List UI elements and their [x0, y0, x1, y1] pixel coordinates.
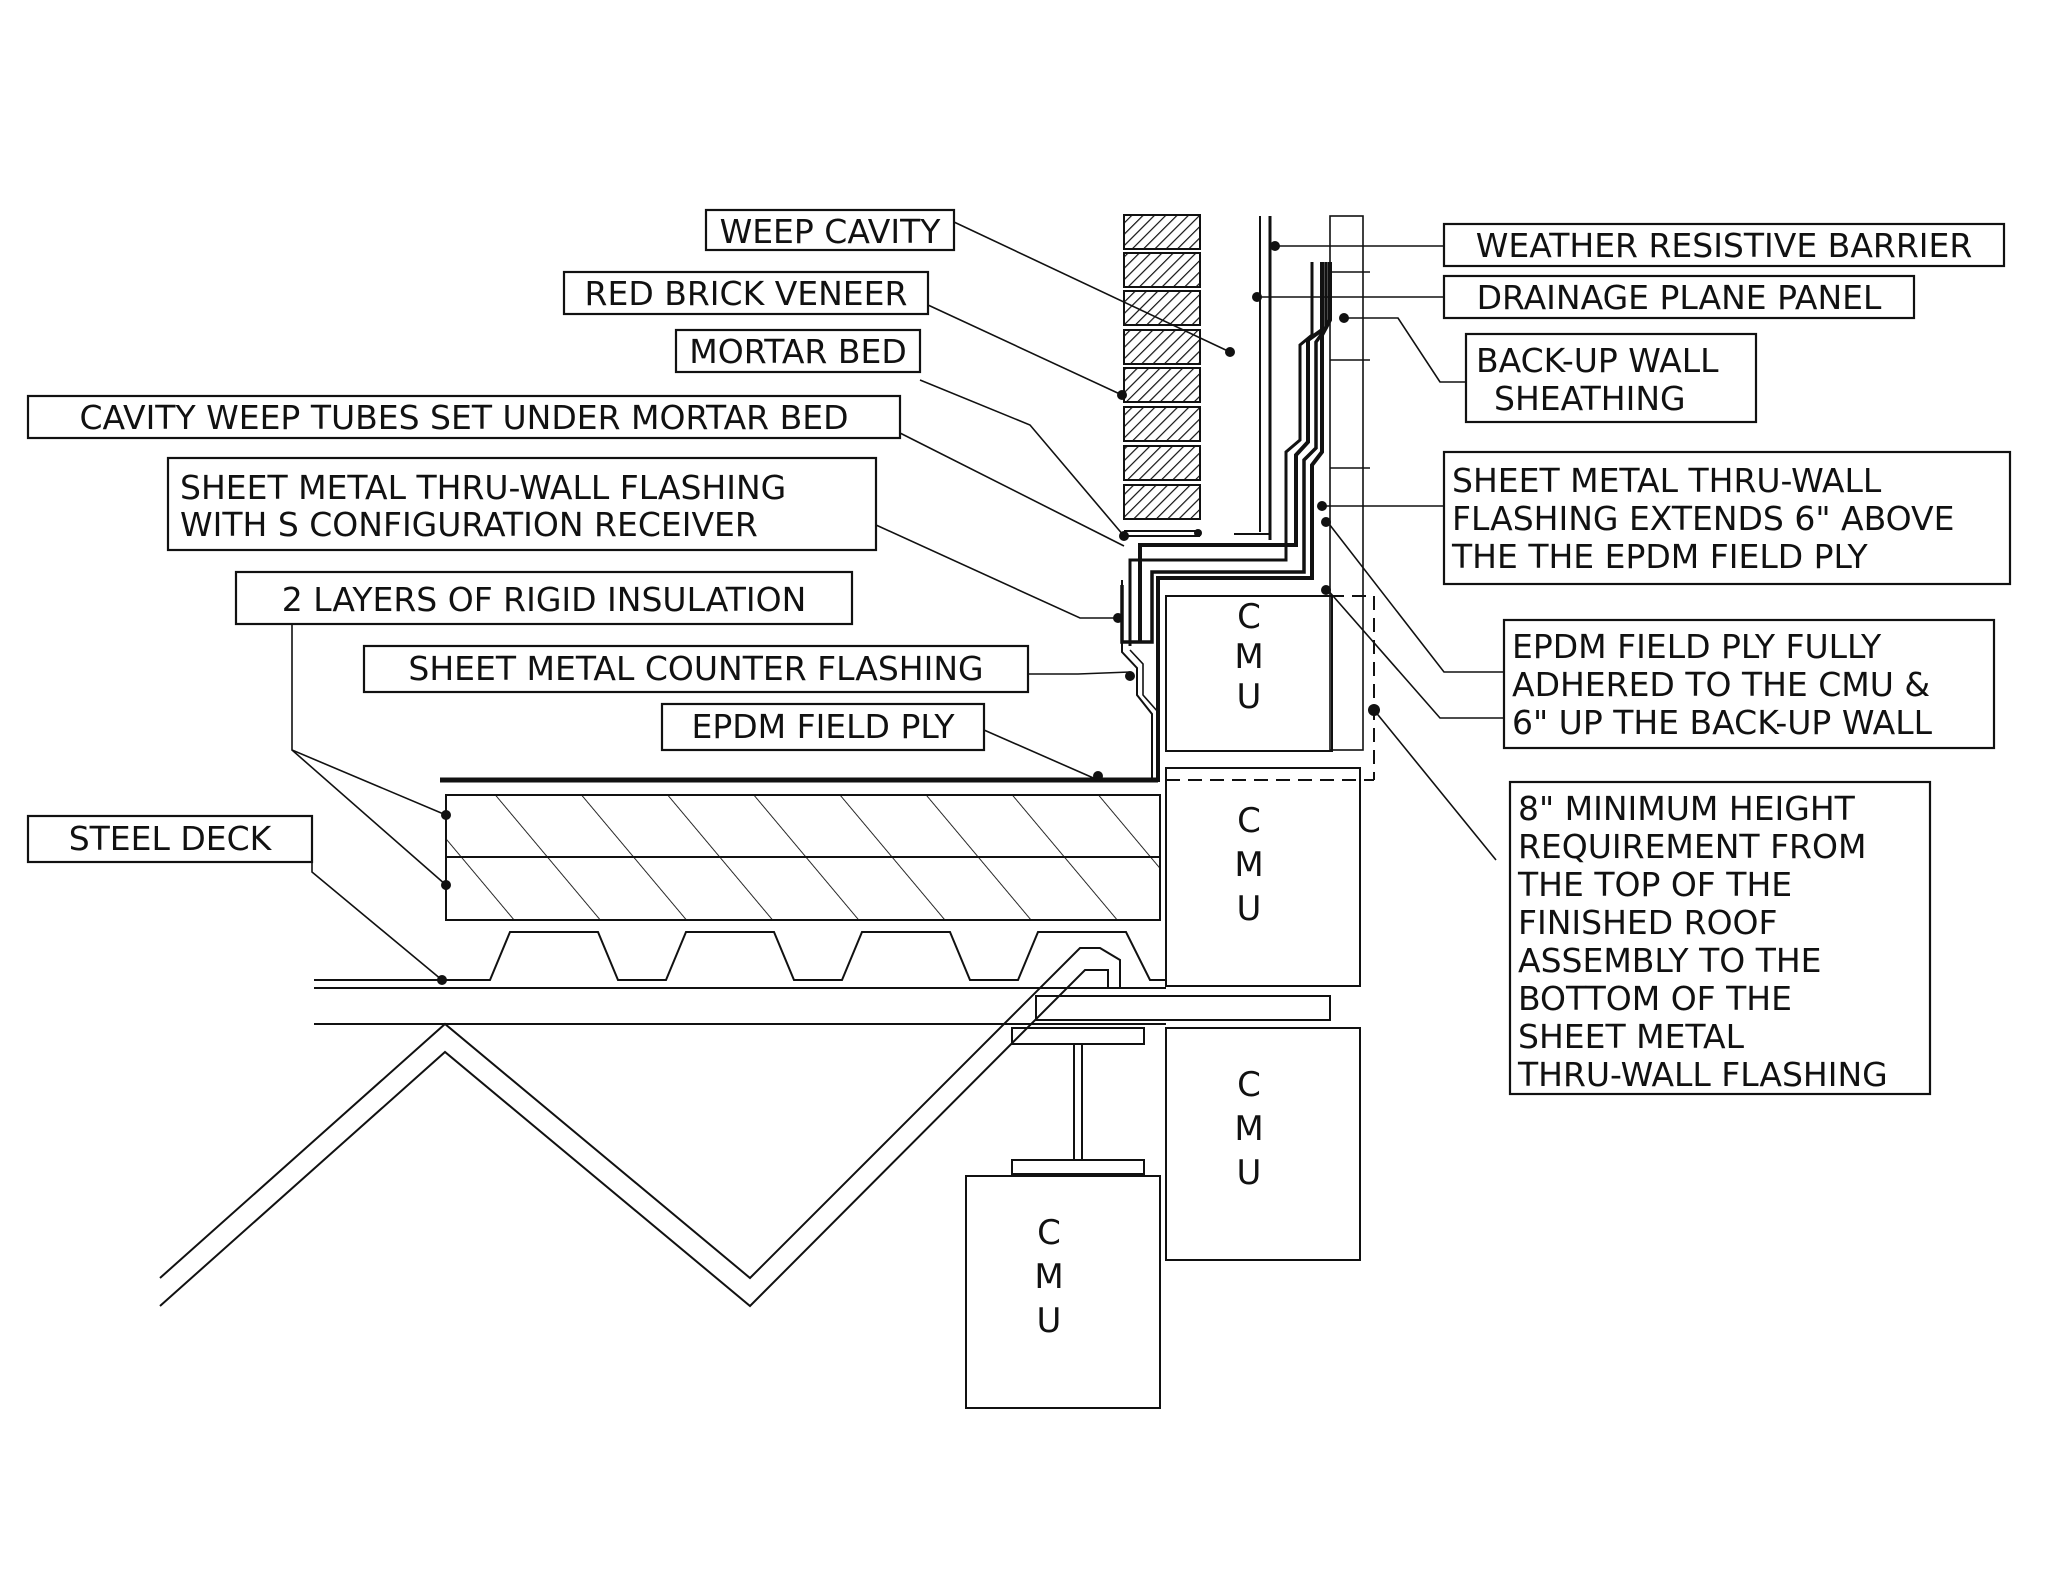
svg-text:C: C: [1237, 1065, 1261, 1105]
steel-beam: [1011, 995, 1331, 1175]
cmu-block-3: C M U: [1165, 1027, 1361, 1261]
min-height-dimension: [1166, 595, 1375, 781]
label-thru-wall-flashing: SHEET METAL THRU-WALL FLASHING WITH S CO…: [166, 456, 878, 552]
svg-text:EPDM FIELD PLY: EPDM FIELD PLY: [691, 707, 955, 746]
svg-text:SHEET METAL COUNTER FLASHING: SHEET METAL COUNTER FLASHING: [408, 649, 983, 688]
svg-text:DRAINAGE PLANE PANEL: DRAINAGE PLANE PANEL: [1477, 278, 1882, 317]
cmu-block-4: C M U: [965, 1175, 1161, 1409]
label-weep-cavity: WEEP CAVITY: [704, 208, 956, 252]
label-min-height: 8" MINIMUM HEIGHT REQUIREMENT FROM THE T…: [1508, 780, 1932, 1096]
svg-text:ASSEMBLY TO THE: ASSEMBLY TO THE: [1518, 941, 1822, 980]
svg-text:8" MINIMUM HEIGHT: 8" MINIMUM HEIGHT: [1518, 789, 1856, 828]
svg-text:MORTAR BED: MORTAR BED: [689, 332, 906, 371]
steel-joist: [159, 947, 1121, 1308]
svg-text:U: U: [1037, 1301, 1062, 1341]
steel-deck: [314, 931, 1166, 1025]
svg-text:U: U: [1237, 1153, 1262, 1193]
svg-text:M: M: [1034, 1257, 1063, 1297]
svg-text:THE TOP OF THE: THE TOP OF THE: [1517, 865, 1792, 904]
svg-text:THRU-WALL FLASHING: THRU-WALL FLASHING: [1517, 1055, 1888, 1094]
svg-text:C: C: [1237, 801, 1261, 841]
svg-text:M: M: [1234, 845, 1263, 885]
svg-text:SHEET METAL: SHEET METAL: [1518, 1017, 1745, 1056]
thru-wall-flashing: [446, 262, 1332, 782]
label-backup-wall-sheathing: BACK-UP WALL SHEATHING: [1464, 332, 1758, 424]
svg-text:THE THE EPDM FIELD PLY: THE THE EPDM FIELD PLY: [1451, 537, 1869, 576]
svg-text:CAVITY WEEP TUBES SET UNDER MO: CAVITY WEEP TUBES SET UNDER MORTAR BED: [79, 398, 848, 437]
svg-text:SHEET METAL THRU-WALL FLASHING: SHEET METAL THRU-WALL FLASHING: [180, 468, 786, 507]
svg-text:C: C: [1237, 597, 1261, 637]
counter-flashing: [1121, 580, 1159, 780]
svg-text:FLASHING EXTENDS 6" ABOVE: FLASHING EXTENDS 6" ABOVE: [1452, 499, 1954, 538]
svg-text:ADHERED TO THE CMU &: ADHERED TO THE CMU &: [1512, 665, 1930, 704]
svg-text:WEATHER RESISTIVE BARRIER: WEATHER RESISTIVE BARRIER: [1476, 226, 1973, 265]
label-steel-deck: STEEL DECK: [26, 814, 314, 864]
svg-text:6" UP THE BACK-UP WALL: 6" UP THE BACK-UP WALL: [1512, 703, 1933, 742]
rigid-insulation: [445, 794, 1161, 921]
label-rigid-insulation: 2 LAYERS OF RIGID INSULATION: [234, 570, 854, 626]
cmu-block-1: C M U: [1165, 595, 1333, 752]
label-epdm-field-ply: EPDM FIELD PLY: [660, 702, 986, 752]
svg-text:SHEET METAL THRU-WALL: SHEET METAL THRU-WALL: [1452, 461, 1882, 500]
svg-text:U: U: [1237, 889, 1262, 929]
svg-text:2 LAYERS OF RIGID INSULATION: 2 LAYERS OF RIGID INSULATION: [282, 580, 807, 619]
svg-text:WITH S CONFIGURATION RECEIVER: WITH S CONFIGURATION RECEIVER: [180, 505, 758, 544]
svg-text:M: M: [1234, 637, 1263, 677]
leader-lines: [291, 221, 1504, 985]
label-epdm-adhered: EPDM FIELD PLY FULLY ADHERED TO THE CMU …: [1502, 618, 1996, 750]
svg-text:STEEL DECK: STEEL DECK: [69, 819, 273, 858]
svg-text:REQUIREMENT FROM: REQUIREMENT FROM: [1518, 827, 1866, 866]
label-drainage-plane-panel: DRAINAGE PLANE PANEL: [1442, 274, 1916, 320]
label-mortar-bed: MORTAR BED: [674, 328, 922, 374]
svg-text:U: U: [1237, 677, 1262, 717]
svg-text:BACK-UP WALL: BACK-UP WALL: [1476, 341, 1719, 380]
svg-text:RED BRICK VENEER: RED BRICK VENEER: [585, 274, 908, 313]
svg-text:EPDM FIELD PLY FULLY: EPDM FIELD PLY FULLY: [1512, 627, 1882, 666]
svg-text:FINISHED ROOF: FINISHED ROOF: [1518, 903, 1778, 942]
svg-text:WEEP CAVITY: WEEP CAVITY: [720, 212, 942, 251]
svg-text:C: C: [1037, 1213, 1061, 1253]
svg-text:BOTTOM OF THE: BOTTOM OF THE: [1518, 979, 1792, 1018]
cmu-block-2: C M U: [1165, 767, 1361, 987]
label-flashing-extends: SHEET METAL THRU-WALL FLASHING EXTENDS 6…: [1442, 450, 2012, 586]
label-cavity-weep-tubes: CAVITY WEEP TUBES SET UNDER MORTAR BED: [26, 394, 902, 440]
red-brick-veneer: [1123, 214, 1201, 532]
wall-layers: [1234, 215, 1370, 751]
svg-text:SHEATHING: SHEATHING: [1494, 379, 1686, 418]
label-red-brick-veneer: RED BRICK VENEER: [562, 270, 930, 316]
svg-text:M: M: [1234, 1109, 1263, 1149]
label-counter-flashing: SHEET METAL COUNTER FLASHING: [362, 644, 1030, 694]
label-weather-resistive-barrier: WEATHER RESISTIVE BARRIER: [1442, 222, 2006, 268]
